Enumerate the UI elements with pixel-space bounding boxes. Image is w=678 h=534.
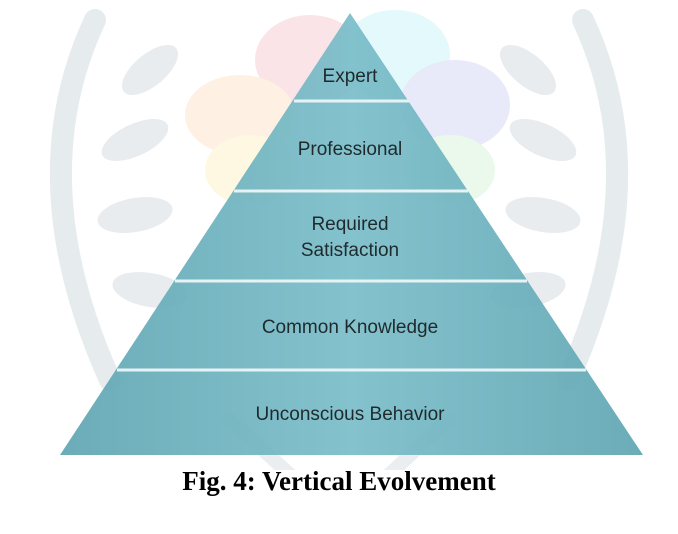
level-required-satisfaction-label-line1: Required	[311, 214, 388, 235]
level-required-satisfaction-label-line2: Satisfaction	[301, 240, 399, 261]
level-common-knowledge-label: Common Knowledge	[262, 317, 438, 338]
pyramid-diagram: Expert Professional Required Satisfactio…	[49, 9, 643, 470]
figure-caption: Fig. 4: Vertical Evolvement	[182, 466, 496, 496]
level-expert-label: Expert	[323, 66, 379, 87]
level-labels: Expert Professional Required Satisfactio…	[255, 66, 445, 425]
pyramid-body	[60, 13, 643, 455]
level-professional-label: Professional	[298, 139, 403, 160]
level-unconscious-behavior-label: Unconscious Behavior	[255, 404, 445, 425]
level-separators	[117, 99, 586, 372]
